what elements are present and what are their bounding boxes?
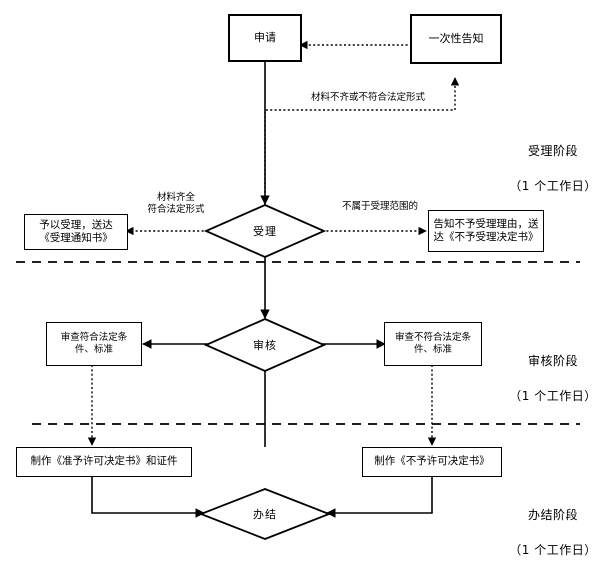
stage-finish-name: 办结阶段 [527, 508, 578, 523]
node-one-time-notice-label: 一次性告知 [428, 32, 484, 46]
node-finish-decision-label: 办结 [253, 508, 277, 521]
stage-label-accept: 受理阶段 （1 个工作日） [505, 126, 601, 213]
node-one-time-notice[interactable]: 一次性告知 [410, 14, 502, 64]
node-accept-yes-label: 予以受理，送达 《受理通知书》 [39, 218, 113, 244]
stage-accept-duration: （1 个工作日） [509, 179, 597, 194]
node-make-reject[interactable]: 制作《不予许可决定书》 [362, 447, 502, 477]
node-make-permit-label: 制作《准予许可决定书》和证件 [30, 455, 178, 468]
node-review-decision[interactable]: 审核 [203, 318, 327, 372]
node-review-pass[interactable]: 审查符合法定条 件、标准 [46, 322, 142, 366]
stage-label-review: 审核阶段 （1 个工作日） [505, 336, 601, 423]
stage-finish-duration: （1 个工作日） [509, 543, 597, 558]
edge-label-incomplete-materials: 材料不齐或不符合法定形式 [310, 92, 425, 103]
edge-reject-to-finish [326, 477, 433, 518]
edge-label-out-of-scope: 不属于受理范围的 [341, 201, 418, 212]
node-review-fail[interactable]: 审查不符合法定条 件、标准 [384, 322, 482, 366]
edge-label-materials-complete: 材料齐全 符合法定形式 [147, 192, 205, 216]
stage-label-finish: 办结阶段 （1 个工作日） [505, 490, 601, 564]
node-apply[interactable]: 申请 [228, 14, 302, 62]
node-accept-no-label: 告知不予受理理由，送 达《不予受理决定书》 [433, 217, 539, 243]
node-finish-decision[interactable]: 办结 [198, 488, 332, 540]
stage-review-duration: （1 个工作日） [509, 389, 597, 404]
edge-permit-to-finish [91, 477, 205, 518]
node-accept-decision-label: 受理 [253, 225, 277, 238]
node-make-reject-label: 制作《不予许可决定书》 [374, 455, 490, 468]
stage-review-name: 审核阶段 [527, 354, 578, 369]
node-review-pass-label: 审查符合法定条 件、标准 [60, 332, 128, 355]
node-make-permit[interactable]: 制作《准予许可决定书》和证件 [16, 447, 192, 477]
node-accept-yes[interactable]: 予以受理，送达 《受理通知书》 [24, 214, 128, 250]
node-review-fail-label: 审查不符合法定条 件、标准 [394, 332, 471, 355]
node-review-decision-label: 审核 [253, 339, 277, 352]
stage-accept-name: 受理阶段 [527, 144, 578, 159]
node-apply-label: 申请 [254, 31, 276, 45]
node-accept-decision[interactable]: 受理 [203, 204, 327, 258]
node-accept-no[interactable]: 告知不予受理理由，送 达《不予受理决定书》 [428, 210, 544, 252]
